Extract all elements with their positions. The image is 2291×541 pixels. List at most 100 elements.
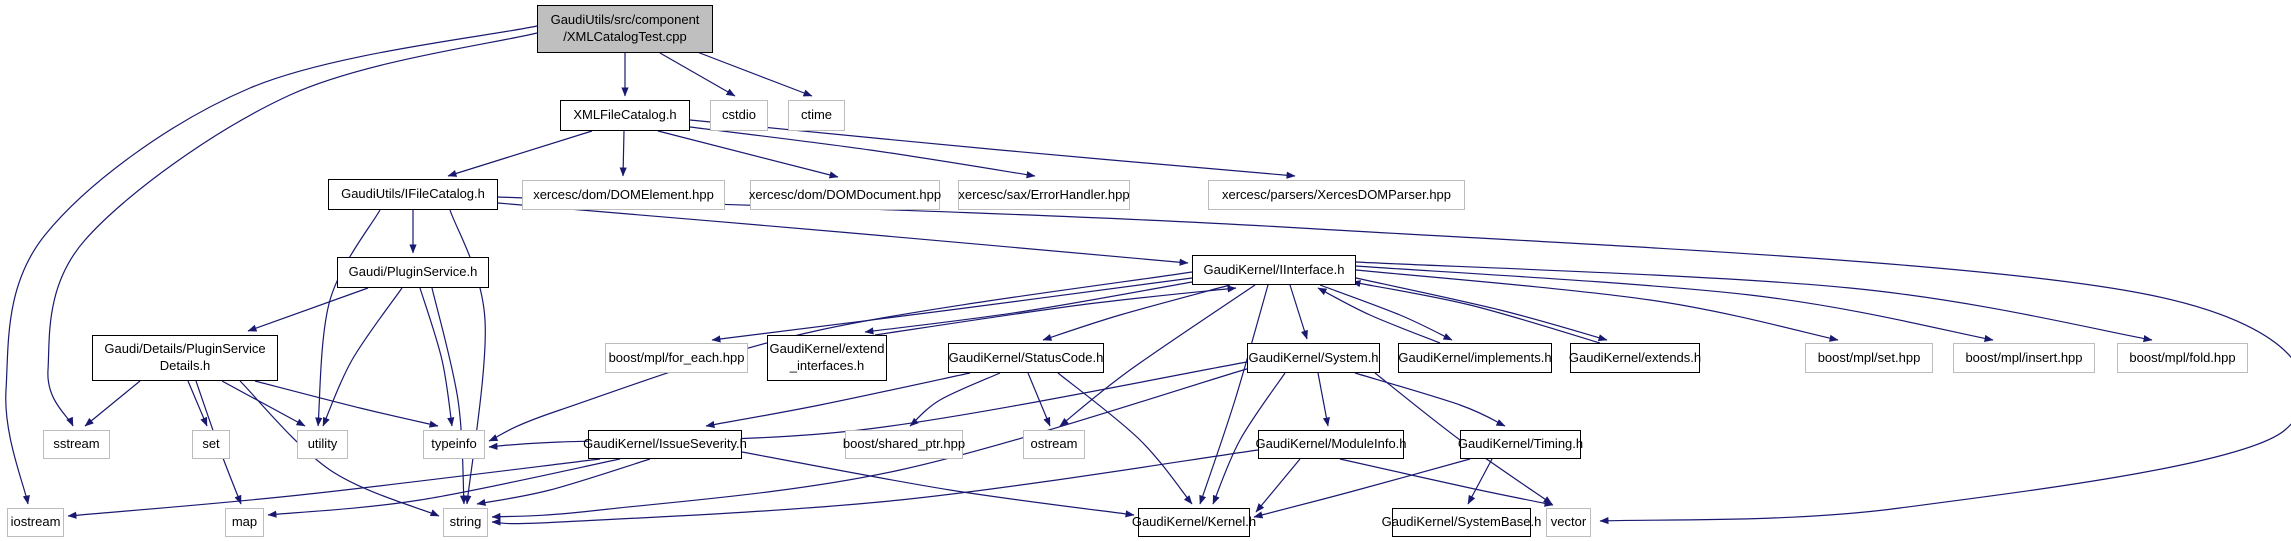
node-timing[interactable]: GaudiKernel/Timing.h <box>1457 430 1584 459</box>
node-label: xercesc/dom/DOMDocument.hpp <box>748 186 942 202</box>
node-label: Gaudi/Details/PluginService Details.h <box>104 341 266 373</box>
node-label: xercesc/parsers/XercesDOMParser.hpp <box>1221 186 1452 202</box>
edge-statuscode-to-issueseverity <box>705 372 971 429</box>
node-label: boost/mpl/for_each.hpp <box>608 349 745 365</box>
node-ctime: ctime <box>788 100 845 131</box>
node-label: GaudiKernel/System.h <box>1248 349 1379 365</box>
node-label: cstdio <box>722 107 756 123</box>
node-label: XMLFileCatalog.h <box>573 107 677 123</box>
node-systembase[interactable]: GaudiKernel/SystemBase.h <box>1382 508 1541 537</box>
edge-main-to-cstdio <box>659 52 736 97</box>
edge-moduleinfo-to-vector <box>1339 458 1554 507</box>
node-label: typeinfo <box>431 436 477 452</box>
edge-statuscode-to-kernel <box>1057 372 1193 505</box>
edge-iinterface-to-implements <box>1319 284 1453 341</box>
node-label: ostream <box>1030 436 1078 452</box>
edge-iinterface-to-system <box>1289 284 1308 340</box>
edge-xmlfilecatalog-to-ifilecatalog <box>447 130 593 177</box>
node-label: GaudiKernel/extends.h <box>1568 349 1702 365</box>
node-label: ctime <box>800 107 833 123</box>
node-errorhandler: xercesc/sax/ErrorHandler.hpp <box>958 180 1130 210</box>
node-label: iostream <box>10 514 61 530</box>
node-mplinsert: boost/mpl/insert.hpp <box>1953 343 2095 373</box>
node-ifilecatalog[interactable]: GaudiUtils/IFileCatalog.h <box>328 179 498 210</box>
edge-pluginservice-to-typeinfo <box>419 287 455 427</box>
edge-main-to-sstream <box>47 32 538 427</box>
edge-details-to-string <box>239 380 440 517</box>
node-ostream: ostream <box>1023 430 1085 459</box>
edge-ifilecatalog-to-iinterface <box>497 202 1189 266</box>
node-label: GaudiKernel/ModuleInfo.h <box>1255 436 1407 452</box>
node-utility: utility <box>297 430 348 459</box>
node-label: boost/shared_ptr.hpp <box>842 436 966 452</box>
edge-ifilecatalog-to-vector <box>497 196 2291 525</box>
node-foreach: boost/mpl/for_each.hpp <box>605 343 748 373</box>
node-label: GaudiUtils/IFileCatalog.h <box>341 186 485 202</box>
node-details[interactable]: Gaudi/Details/PluginService Details.h <box>92 335 278 381</box>
node-system[interactable]: GaudiKernel/System.h <box>1247 343 1380 373</box>
edge-iinterface-to-mplinsert <box>1355 265 1994 342</box>
node-label: Gaudi/PluginService.h <box>348 264 478 280</box>
node-sharedptr: boost/shared_ptr.hpp <box>842 430 966 459</box>
edge-xmlfilecatalog-to-xercesparser <box>689 119 1296 179</box>
node-statuscode[interactable]: GaudiKernel/StatusCode.h <box>948 343 1104 373</box>
node-implements[interactable]: GaudiKernel/implements.h <box>1398 343 1552 373</box>
node-pluginservice[interactable]: Gaudi/PluginService.h <box>337 257 489 288</box>
node-label: boost/mpl/insert.hpp <box>1965 349 2083 365</box>
edge-system-to-string <box>491 367 1251 521</box>
edge-xmlfilecatalog-to-errorhandler <box>689 126 1036 179</box>
edge-issueseverity-to-string <box>476 458 651 506</box>
node-moduleinfo[interactable]: GaudiKernel/ModuleInfo.h <box>1255 430 1407 459</box>
node-issueseverity[interactable]: GaudiKernel/IssueSeverity.h <box>583 430 747 459</box>
edge-system-to-typeinfo <box>488 361 1248 450</box>
edge-iinterface-to-mplset <box>1355 269 1839 342</box>
edge-moduleinfo-to-string <box>491 449 1259 526</box>
node-label: GaudiKernel/extend _interfaces.h <box>769 341 885 373</box>
edge-system-to-timing <box>1354 372 1506 427</box>
node-kernel[interactable]: GaudiKernel/Kernel.h <box>1132 508 1256 537</box>
node-extends[interactable]: GaudiKernel/extends.h <box>1568 343 1702 373</box>
node-label: GaudiKernel/SystemBase.h <box>1381 514 1542 530</box>
node-extendif[interactable]: GaudiKernel/extend _interfaces.h <box>767 335 887 381</box>
edge-implements-to-iinterface <box>1317 287 1441 344</box>
edge-system-to-kernel <box>1212 372 1286 505</box>
node-sstream: sstream <box>43 430 110 459</box>
node-main: GaudiUtils/src/component /XMLCatalogTest… <box>537 5 713 53</box>
edge-details-to-set <box>187 380 208 427</box>
node-label: xercesc/sax/ErrorHandler.hpp <box>958 186 1130 202</box>
node-label: GaudiUtils/src/component /XMLCatalogTest… <box>550 12 700 44</box>
node-mplfold: boost/mpl/fold.hpp <box>2117 343 2248 373</box>
node-label: GaudiKernel/implements.h <box>1398 349 1552 365</box>
edge-issueseverity-to-map <box>267 458 621 518</box>
node-label: xercesc/dom/DOMElement.hpp <box>533 186 714 202</box>
node-domelement: xercesc/dom/DOMElement.hpp <box>522 180 725 210</box>
node-label: GaudiKernel/IssueSeverity.h <box>583 436 747 452</box>
node-map: map <box>225 508 264 537</box>
edge-details-to-sstream <box>84 380 141 427</box>
edge-iinterface-to-extendif <box>864 281 1193 335</box>
node-label: utility <box>307 436 338 452</box>
node-xmlfilecatalog[interactable]: XMLFileCatalog.h <box>560 100 690 131</box>
node-label: sstream <box>53 436 100 452</box>
node-label: GaudiKernel/IInterface.h <box>1203 261 1345 277</box>
node-cstdio: cstdio <box>710 100 768 131</box>
node-mplset: boost/mpl/set.hpp <box>1805 343 1933 373</box>
edge-iinterface-to-extends <box>1355 277 1608 342</box>
node-string: string <box>443 508 488 537</box>
edge-iinterface-to-foreach <box>711 277 1193 343</box>
edge-ifilecatalog-to-utility <box>315 209 381 427</box>
node-iinterface[interactable]: GaudiKernel/IInterface.h <box>1192 255 1356 285</box>
edge-iinterface-to-kernel <box>1199 284 1269 505</box>
edge-issueseverity-to-kernel <box>741 451 1135 518</box>
edge-xmlfilecatalog-to-domdocument <box>657 130 839 179</box>
node-label: GaudiKernel/Timing.h <box>1457 436 1584 452</box>
edge-extends-to-iinterface <box>1351 280 1601 344</box>
edge-iinterface-to-statuscode <box>1042 284 1231 341</box>
edge-iinterface-to-ostream <box>1059 284 1256 427</box>
node-label: GaudiKernel/Kernel.h <box>1131 514 1257 530</box>
edge-extendif-to-iinterface <box>874 285 1237 336</box>
node-typeinfo: typeinfo <box>423 430 485 459</box>
node-set: set <box>192 430 230 459</box>
edge-timing-to-systembase <box>1467 458 1493 505</box>
